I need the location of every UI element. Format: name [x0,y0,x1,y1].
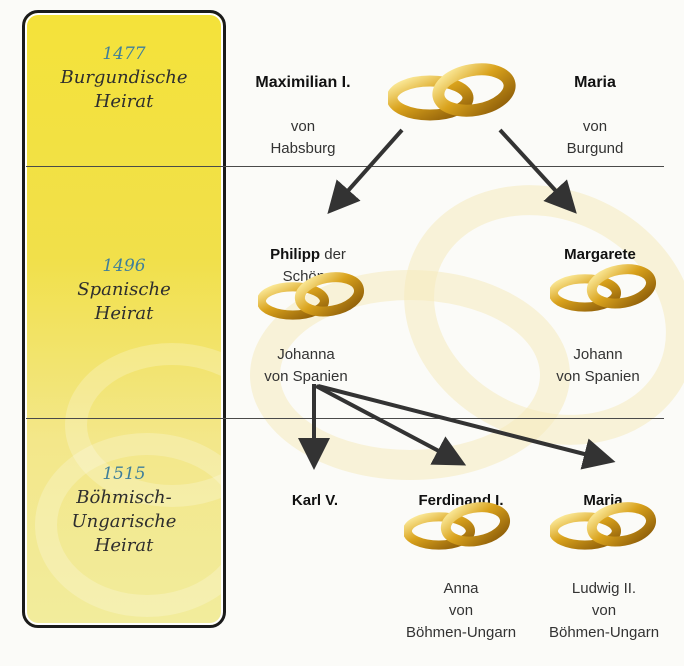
arrow-to-maria [318,386,600,458]
arrow-to-margarete [500,130,566,202]
arrow-to-philipp [338,130,402,202]
arrow-to-ferdinand [316,386,452,458]
descent-arrows [0,0,684,643]
